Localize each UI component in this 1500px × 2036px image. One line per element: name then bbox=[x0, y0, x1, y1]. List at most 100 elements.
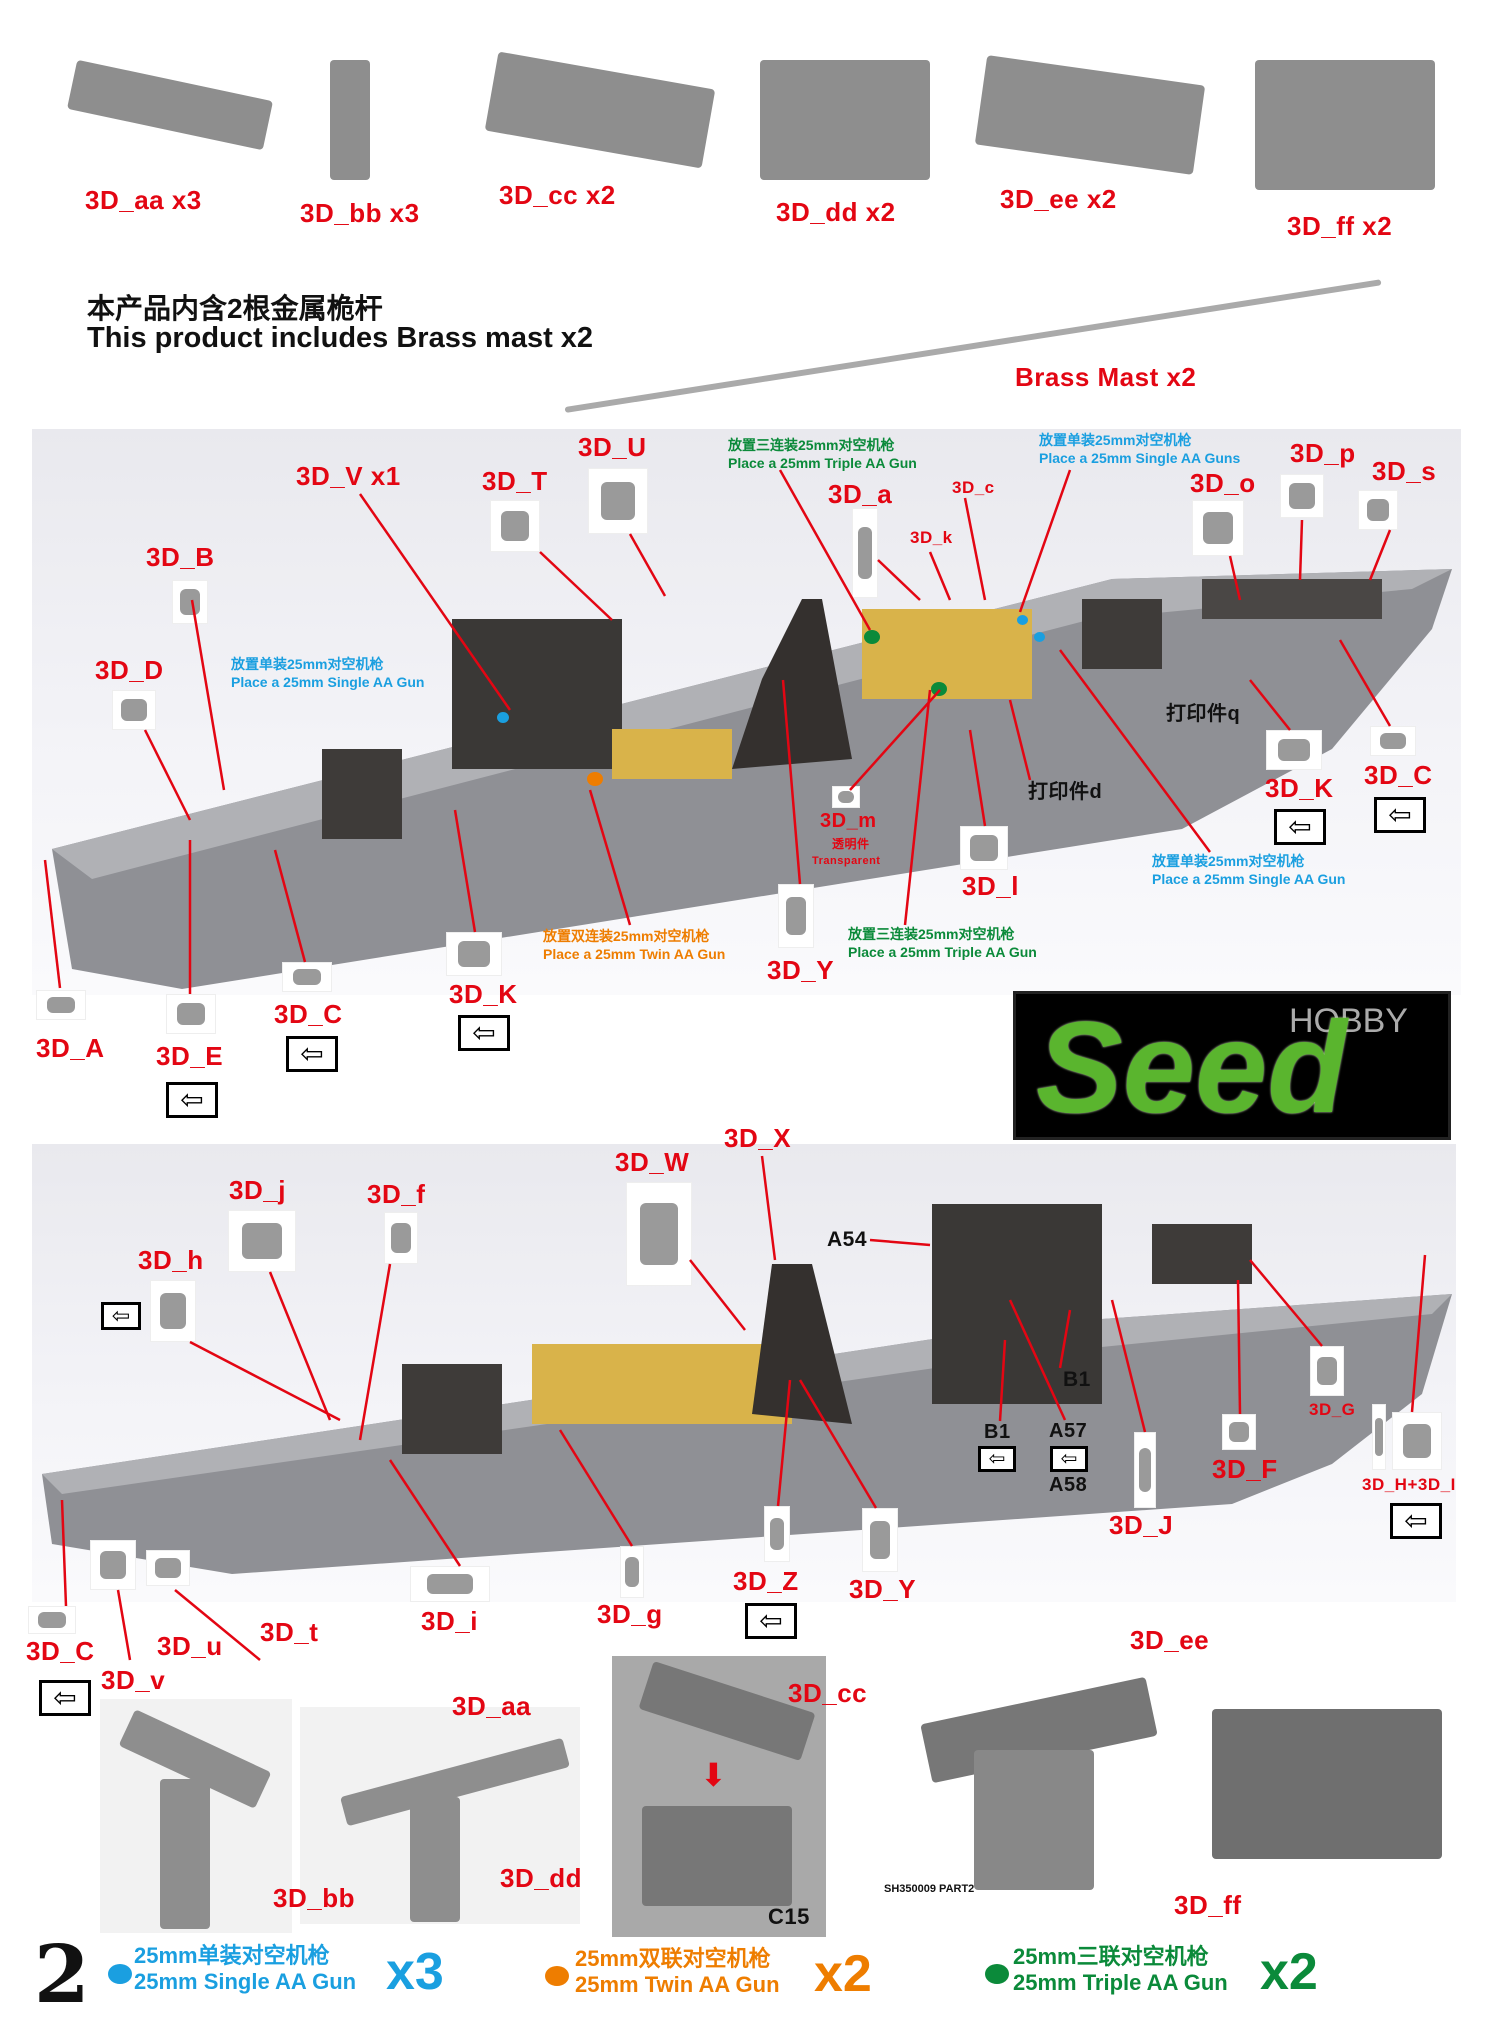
part-thumb bbox=[1192, 500, 1244, 556]
label-3d-j-upper: 3D_J bbox=[1109, 1510, 1174, 1540]
brass-title-en: This product includes Brass mast x2 bbox=[87, 322, 594, 354]
label-3d-l: 3D_l bbox=[962, 871, 1019, 901]
part-thumb bbox=[1222, 1414, 1256, 1450]
brass-mast-image bbox=[564, 279, 1382, 413]
flip-arrow-icon: ⇦ bbox=[1390, 1503, 1442, 1539]
label-3d-d: 3D_D bbox=[95, 655, 164, 685]
label-c15: C15 bbox=[768, 1904, 810, 1929]
flip-arrow-icon: ⇦ bbox=[39, 1680, 91, 1716]
label-3d-c: 3D_C bbox=[26, 1636, 95, 1666]
label-3d-ff: 3D_ff bbox=[1174, 1890, 1242, 1920]
label-3d-u-lower: 3D_u bbox=[157, 1631, 223, 1661]
flip-arrow-icon: ⇦ bbox=[101, 1302, 141, 1330]
part-thumb bbox=[146, 1550, 190, 1586]
label-b1: B1 bbox=[1063, 1368, 1091, 1391]
label-3d-y: 3D_Y bbox=[767, 955, 835, 985]
part-thumb bbox=[1372, 1404, 1386, 1470]
part-thumb bbox=[166, 994, 216, 1034]
label-3d-g: 3D_g bbox=[597, 1599, 663, 1629]
label-3d-f-upper: 3D_F bbox=[1212, 1454, 1278, 1484]
label-3d-s: 3D_s bbox=[1372, 456, 1437, 486]
part-thumb bbox=[384, 1212, 418, 1264]
part-thumb bbox=[1370, 726, 1416, 756]
part-image-3d-aa bbox=[66, 59, 274, 151]
brass-mast-label: Brass Mast x2 bbox=[1015, 362, 1197, 392]
part-label: 3D_cc x2 bbox=[499, 180, 616, 210]
part-thumb bbox=[852, 508, 878, 598]
part-label: 3D_aa x3 bbox=[85, 185, 202, 215]
brass-title-cn: 本产品内含2根金属桅杆 bbox=[87, 293, 383, 324]
part-thumb bbox=[1358, 490, 1398, 530]
part-thumb bbox=[862, 1508, 898, 1572]
label-3d-t-lower: 3D_t bbox=[260, 1617, 319, 1647]
part-label: 3D_ff x2 bbox=[1287, 211, 1393, 241]
label-3d-k: 3D_K bbox=[1265, 773, 1334, 803]
logo-hobby: HOBBY bbox=[1288, 1002, 1408, 1040]
part-thumb bbox=[1134, 1432, 1156, 1508]
part-thumb bbox=[36, 990, 86, 1020]
label-3d-k-small: 3D_k bbox=[910, 528, 953, 547]
label-3d-z: 3D_Z bbox=[733, 1566, 799, 1596]
legend-triple-qty: x2 bbox=[1260, 1943, 1318, 2001]
part-image-3d-ee bbox=[974, 55, 1206, 175]
flip-arrow-icon: ⇦ bbox=[458, 1015, 510, 1051]
part-thumb bbox=[1280, 474, 1324, 518]
label-3d-cc: 3D_cc bbox=[788, 1678, 868, 1708]
label-3d-y: 3D_Y bbox=[849, 1574, 917, 1604]
part-image-3d-bb bbox=[330, 60, 370, 180]
part-thumb bbox=[588, 468, 648, 534]
label-3d-aa: 3D_aa bbox=[452, 1691, 532, 1721]
part-thumb bbox=[282, 962, 332, 992]
label-print-d: 打印件d bbox=[1028, 781, 1103, 803]
triple-aa-dot-icon bbox=[985, 1964, 1009, 1984]
flip-arrow-icon: ⇦ bbox=[1050, 1446, 1088, 1472]
label-3d-e: 3D_E bbox=[156, 1041, 224, 1071]
part-thumb bbox=[172, 580, 208, 624]
upper-ship-photo bbox=[32, 429, 1461, 995]
label-3d-k: 3D_K bbox=[449, 979, 518, 1009]
flip-arrow-icon: ⇦ bbox=[745, 1603, 797, 1639]
upper-ship-hull bbox=[52, 569, 1452, 989]
part-thumb bbox=[410, 1566, 490, 1602]
step-number: 2 bbox=[34, 1927, 90, 2021]
label-3d-h: 3D_h bbox=[138, 1245, 204, 1275]
label-3d-dd: 3D_dd bbox=[500, 1863, 582, 1893]
label-3d-f: 3D_f bbox=[367, 1179, 426, 1209]
part-label: 3D_dd x2 bbox=[776, 197, 896, 227]
single-aa-marker bbox=[1017, 615, 1028, 625]
single-aa-dot-icon bbox=[108, 1964, 132, 1984]
part-thumb bbox=[778, 884, 814, 948]
label-3d-bb: 3D_bb bbox=[273, 1883, 355, 1913]
label-3d-m: 3D_m bbox=[820, 810, 877, 832]
label-3d-h-i: 3D_H+3D_I bbox=[1362, 1475, 1456, 1494]
triple-aa-marker bbox=[864, 630, 880, 644]
label-a58: A58 bbox=[1049, 1474, 1088, 1496]
part-label: 3D_bb x3 bbox=[300, 198, 420, 228]
part-thumb bbox=[1310, 1346, 1344, 1396]
hobby-seed-logo: HOBBY Seed bbox=[1013, 991, 1451, 1140]
part-thumb bbox=[960, 826, 1008, 870]
label-3d-c: 3D_C bbox=[1364, 760, 1433, 790]
label-a57: A57 bbox=[1049, 1420, 1088, 1442]
logo-seed: Seed bbox=[1036, 994, 1347, 1140]
label-3d-a: 3D_a bbox=[828, 479, 893, 509]
legend-single-qty: x3 bbox=[386, 1943, 444, 2001]
detail-twin-aa-photo: ⬇ bbox=[612, 1656, 826, 1937]
flip-arrow-icon: ⇦ bbox=[166, 1082, 218, 1118]
label-3d-p: 3D_p bbox=[1290, 438, 1356, 468]
label-transparent-en: Transparent bbox=[812, 855, 881, 867]
label-3d-c-small: 3D_c bbox=[952, 478, 995, 497]
detail-single-aa-photo bbox=[100, 1699, 292, 1933]
part-thumb bbox=[626, 1182, 692, 1286]
label-transparent-cn: 透明件 bbox=[832, 837, 870, 851]
flip-arrow-icon: ⇦ bbox=[978, 1446, 1016, 1472]
part-thumb bbox=[446, 932, 502, 976]
triple-aa-marker bbox=[931, 682, 947, 696]
part-thumb bbox=[150, 1280, 196, 1342]
single-aa-marker bbox=[497, 712, 509, 723]
label-3d-w: 3D_W bbox=[615, 1147, 690, 1177]
label-3d-c: 3D_C bbox=[274, 999, 343, 1029]
